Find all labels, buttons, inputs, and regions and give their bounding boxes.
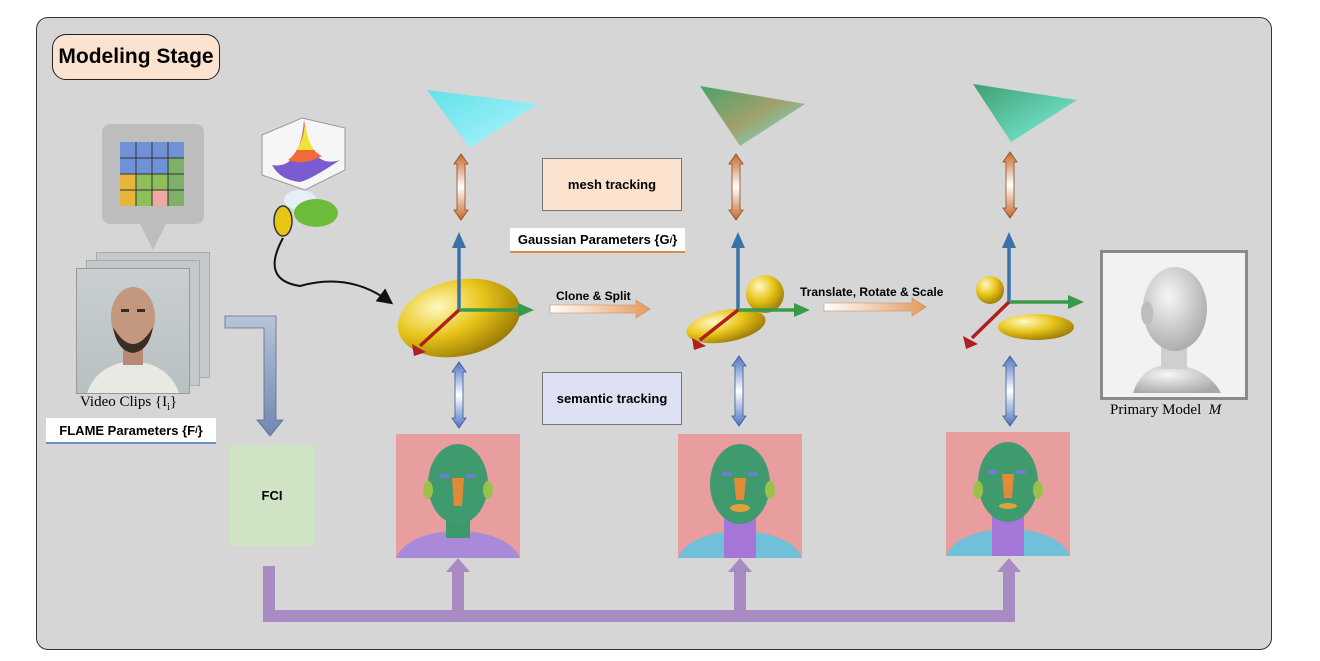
primary-model-caption: Primary Model M [1110,402,1222,418]
segmentation-map-icon [678,444,802,558]
semantic-tracking-box: semantic tracking [542,372,682,425]
video-frame-photo [76,268,190,394]
axes-icon [412,232,534,356]
video-clips-caption: Video Clips {Ii} [80,394,178,413]
mesh-tracking-box: mesh tracking [542,158,682,211]
feature-grid-icon [120,142,184,206]
triangle-mesh-icon [427,90,538,148]
face-photo-icon [87,287,179,393]
triangle-mesh-icon [700,86,805,146]
segmentation-map-3 [946,432,1070,556]
segmentation-map-icon [396,444,520,558]
segmentation-map-icon [946,442,1070,556]
segmentation-map-1 [396,434,520,558]
axes-icon [963,232,1084,349]
stage-title: Modeling Stage [52,34,220,80]
ellipsoid-icon [273,190,338,237]
head-model-icon [1133,267,1221,393]
axes-icon [692,232,810,350]
fci-box: FCI [229,445,315,546]
triangle-mesh-icon [973,84,1077,142]
gaussian-3d-plot-icon [261,117,346,191]
clone-split-label: Clone & Split [556,289,631,303]
primary-model-frame [1100,250,1248,400]
segmentation-map-2 [678,434,802,558]
trs-label: Translate, Rotate & Scale [800,285,944,299]
